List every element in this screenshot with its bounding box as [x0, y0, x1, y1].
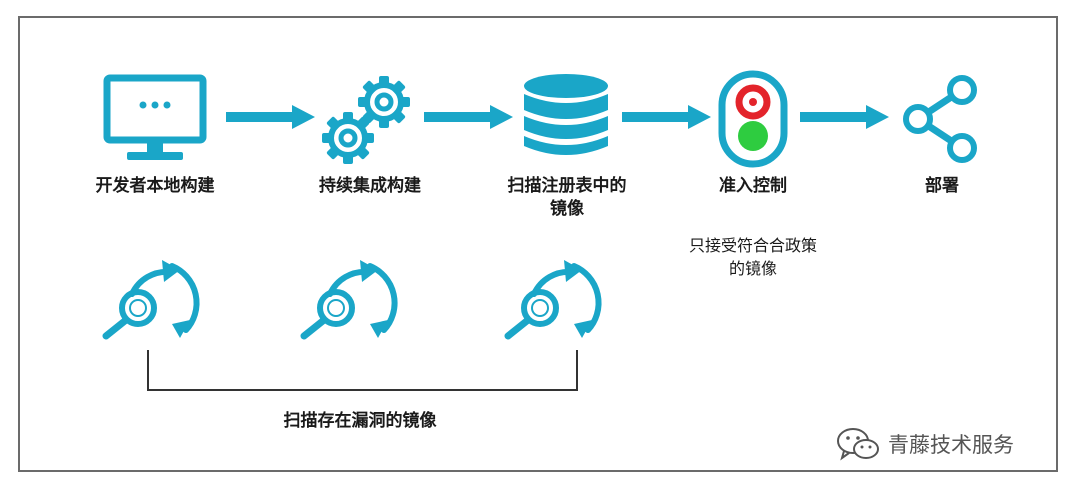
scan-cycle-icon [300, 260, 398, 340]
desktop-monitor-icon [103, 74, 207, 160]
scan-cycle-icon [504, 260, 602, 340]
traffic-light-icon [718, 70, 788, 168]
flow-arrow [622, 105, 711, 129]
watermark: 青藤技术服务 [836, 424, 1014, 464]
flow-arrow [226, 105, 315, 129]
step-label-registry-line2: 镜像 [550, 199, 584, 219]
scan-cycle-icon [102, 260, 200, 340]
flow-arrow [800, 105, 889, 129]
admission-note-line2: 的镜像 [728, 259, 777, 278]
flow-arrow [424, 105, 513, 129]
wechat-icon [837, 428, 879, 461]
gears-icon [322, 76, 410, 164]
step-label-local-build: 开发者本地构建 [95, 176, 215, 196]
diagram-frame [18, 16, 1058, 472]
step-label-registry-line1: 扫描注册表中的 [507, 176, 627, 196]
scan-group-bracket [147, 350, 578, 391]
admission-note-line1: 只接受符合合政策 [688, 236, 817, 255]
step-label-deploy: 部署 [925, 176, 959, 196]
database-icon [524, 74, 608, 155]
scan-label: 扫描存在漏洞的镜像 [283, 411, 437, 431]
step-label-ci-build: 持续集成构建 [319, 176, 421, 196]
watermark-text: 青藤技术服务 [888, 433, 1014, 457]
share-icon [903, 75, 977, 163]
step-label-admission: 准入控制 [719, 176, 787, 196]
